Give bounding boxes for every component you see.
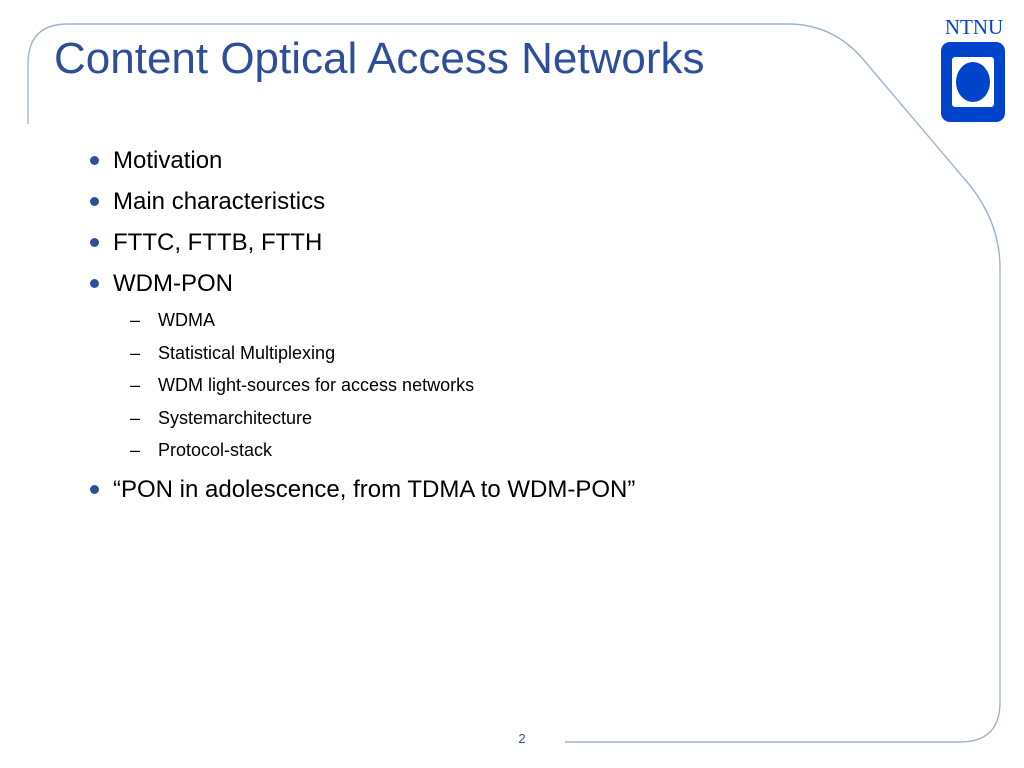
- sub-bullet-text: Protocol-stack: [158, 440, 273, 460]
- sub-bullet-item: – Systemarchitecture: [130, 402, 635, 435]
- bullet-item: Main characteristics: [88, 181, 635, 222]
- logo-text: NTNU: [944, 15, 1004, 39]
- sub-bullet-text: WDM light-sources for access networks: [158, 375, 475, 395]
- bullet-text: Motivation: [113, 147, 223, 174]
- sub-bullet-list: – WDMA – Statistical Multiplexing – WDM …: [88, 304, 635, 467]
- ntnu-logo: NTNU: [934, 14, 1014, 122]
- bullet-dot-icon: [90, 279, 99, 288]
- bullet-item: Motivation: [88, 140, 635, 181]
- bullet-dot-icon: [90, 156, 99, 165]
- sub-bullet-text: Systemarchitecture: [158, 407, 313, 428]
- sub-bullet-text: Statistical Multiplexing: [158, 342, 336, 363]
- sub-bullet-dash: –: [130, 310, 141, 330]
- bullet-text: “PON in adolescence, from TDMA to WDM-PO…: [113, 475, 636, 503]
- sub-bullet-item: – Statistical Multiplexing: [130, 337, 635, 370]
- sub-bullet-dash: –: [130, 407, 141, 428]
- bullet-list: Motivation Main characteristics FTTC, FT…: [88, 140, 635, 510]
- bullet-text: WDM-PON: [113, 270, 233, 297]
- bullet-item: “PON in adolescence, from TDMA to WDM-PO…: [88, 469, 635, 510]
- page-number: 2: [518, 731, 526, 746]
- sub-bullet-dash: –: [130, 375, 141, 395]
- bullet-item: WDM-PON: [88, 263, 635, 304]
- bullet-text: FTTC, FTTB, FTTH: [113, 229, 323, 256]
- bullet-dot-icon: [90, 238, 99, 247]
- sub-bullet-item: – Protocol-stack: [130, 434, 635, 467]
- sub-bullet-text: WDMA: [158, 310, 215, 330]
- bullet-item: FTTC, FTTB, FTTH: [88, 222, 635, 263]
- sub-bullet-dash: –: [130, 440, 141, 460]
- frame-curve: [27, 23, 1001, 743]
- bullet-dot-icon: [90, 484, 99, 494]
- bullet-dot-icon: [90, 197, 99, 206]
- sub-bullet-item: – WDM light-sources for access networks: [130, 369, 635, 402]
- slide-title: Content Optical Access Networks: [54, 34, 705, 83]
- sub-bullet-group: – WDMA – Statistical Multiplexing – WDM …: [88, 304, 635, 467]
- bullet-text: Main characteristics: [113, 188, 326, 215]
- sub-bullet-item: – WDMA: [130, 304, 635, 337]
- ntnu-logo-mark-icon: [941, 42, 1005, 122]
- sub-bullet-dash: –: [130, 342, 141, 363]
